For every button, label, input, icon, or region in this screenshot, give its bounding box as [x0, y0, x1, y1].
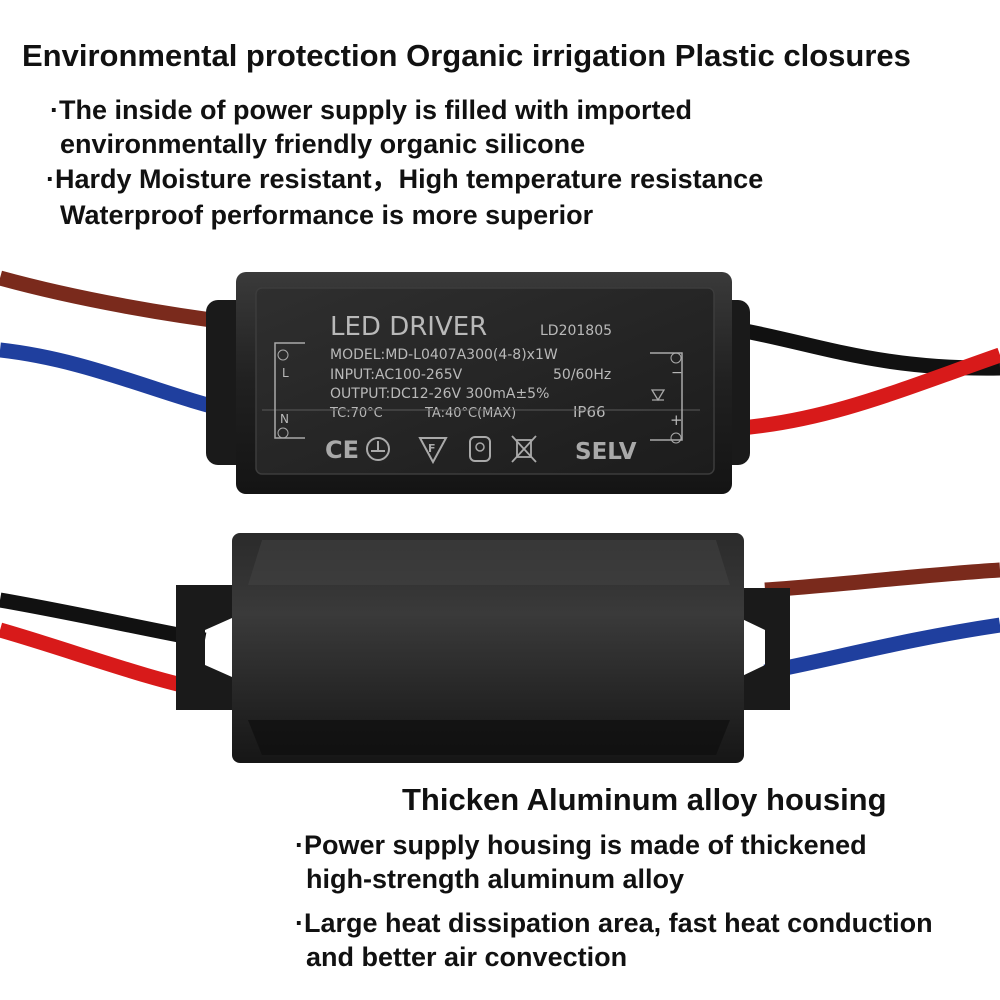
driver-frequency: 50/60Hz: [553, 367, 611, 383]
terminal-right: − +: [650, 352, 683, 444]
terminal-plus-label: +: [670, 411, 683, 429]
led-driver-bottom-housing: [176, 533, 790, 763]
f-mark-icon: F: [418, 437, 448, 465]
top-bullet-2-line-2: Waterproof performance is more superior: [60, 200, 594, 230]
driver-ip-rating: IP66: [573, 403, 606, 421]
driver-model: MODEL:MD-L0407A300(4-8)x1W: [330, 347, 558, 363]
rohs-mark-icon: [366, 437, 390, 461]
safety-mark-icon: [469, 436, 491, 462]
blue-wire-top: [0, 342, 237, 420]
blue-wire-bottom: [763, 617, 1000, 680]
brown-wire-bottom: [764, 562, 1000, 598]
bottom-bullet-2-line-2: and better air convection: [306, 942, 628, 972]
led-driver-top-housing: [206, 272, 750, 494]
driver-title: LED DRIVER: [330, 312, 487, 342]
diode-icon: [650, 389, 666, 402]
bottom-bullet-1-line-2: high-strength aluminum alloy: [306, 864, 685, 894]
bottom-bullet-2-line-1: ·Large heat dissipation area, fast heat …: [295, 908, 933, 938]
terminal-l-label: L: [282, 366, 289, 380]
selv-mark: SELV: [575, 439, 637, 465]
driver-ta: TA:40°C(MAX): [424, 406, 516, 421]
bottom-bullet-1-line-1: ·Power supply housing is made of thicken…: [295, 830, 867, 860]
driver-input: INPUT:AC100-265V: [330, 367, 463, 383]
red-wire-top: [739, 347, 1000, 436]
terminal-left: L N: [274, 342, 305, 439]
ce-mark-icon: CE: [325, 436, 359, 464]
top-section-heading: Environmental protection Organic irrigat…: [22, 38, 911, 73]
svg-text:F: F: [428, 442, 436, 455]
top-bullet-1-line-2: environmentally friendly organic silicon…: [60, 129, 586, 159]
bottom-section-heading: Thicken Aluminum alloy housing: [402, 782, 887, 817]
top-bullet-2-line-1: ·Hardy Moisture resistant，High temperatu…: [46, 164, 764, 194]
brown-wire-top: [0, 270, 236, 331]
terminal-n-label: N: [280, 412, 289, 426]
terminal-minus-label: −: [671, 365, 683, 381]
driver-tc: TC:70°C: [329, 406, 383, 421]
driver-output: OUTPUT:DC12-26V 300mA±5%: [330, 386, 549, 402]
weee-bin-icon: [511, 435, 537, 463]
driver-code: LD201805: [540, 323, 612, 339]
top-bullet-1-line-1: ·The inside of power supply is filled wi…: [50, 95, 693, 125]
